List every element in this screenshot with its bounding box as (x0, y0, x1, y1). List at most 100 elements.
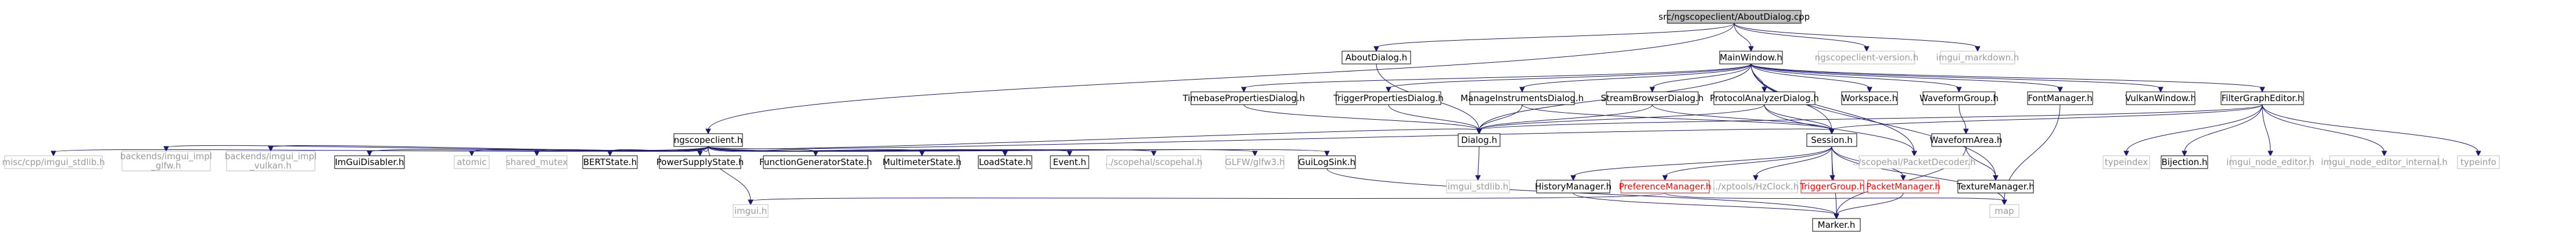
node-event-h[interactable]: Event.h (1050, 155, 1089, 169)
node-box (1713, 91, 1816, 105)
arrowhead-ngscopeclient-h-to-guilogsink-h (1324, 151, 1330, 157)
edge-ngscopeclient-h-to-backends-vulkan (270, 145, 709, 151)
node-box (1957, 180, 2034, 194)
edge-ngscopeclient-h-to-imguidisabler-h (369, 146, 709, 153)
node-box (582, 155, 638, 169)
edge-historymanager-h-to-marker-h (1573, 192, 1837, 216)
node-label: Dialog.h (1461, 135, 1497, 145)
arrowhead-mainwindow-h-to-filtergrapheditor-h (2259, 87, 2265, 93)
node-historymanager-h[interactable]: HistoryManager.h (1535, 180, 1612, 194)
edge-mainwindow-h-to-workspace-h (1750, 63, 1870, 89)
nodes-layer: src/ngscopeclient/AboutDialog.cppAboutDi… (2, 10, 2500, 232)
node-box (733, 204, 769, 218)
node-marker-h[interactable]: Marker.h (1812, 218, 1861, 232)
node-box (4, 155, 103, 169)
node-label: PowerSupplyState.h (656, 157, 744, 167)
node-manageinst-h[interactable]: ManageInstrumentsDialog.h (1461, 91, 1584, 105)
node-waveformarea-h[interactable]: WaveformArea.h (1930, 133, 2003, 147)
node-aboutdialog-h[interactable]: AboutDialog.h (1341, 51, 1411, 65)
edge-ngscopeclient-h-to-imgui-h (708, 146, 751, 202)
node-box (1812, 218, 1861, 232)
node-texturemanager-h[interactable]: TextureManager.h (1956, 180, 2035, 194)
node-label: backends/imgui_impl (120, 151, 212, 162)
node-box (1341, 51, 1411, 65)
node-box (1536, 180, 1610, 194)
node-box (1446, 180, 1510, 194)
node-dialog-h[interactable]: Dialog.h (1458, 133, 1501, 147)
node-label: Event.h (1053, 157, 1086, 167)
node-ngscopeclient-version-h: ngscopeclient-version.h (1815, 51, 1918, 65)
node-box (978, 155, 1032, 169)
node-imgui-h: imgui.h (733, 204, 769, 218)
arrowhead-ngscopeclient-h-to-imgui-h (748, 199, 754, 206)
node-box (334, 155, 405, 169)
node-label: GuiLogSink.h (1298, 157, 1355, 167)
node-box (1336, 91, 1441, 105)
arrowhead-filtergrapheditor-h-to-imgui-node-editor-h (2268, 151, 2273, 157)
node-label: MainWindow.h (1720, 52, 1782, 63)
edge-dialog-h-to-imgui-stdlib-h (1477, 146, 1480, 177)
arrowhead-protocolanalyzer-h-to-packetdecoder-h (1911, 151, 1917, 157)
edge-filtergrapheditor-h-to-dialog-h (1479, 104, 2263, 131)
node-packetdecoder-h: ../scopehal/PacketDecoder.h (1853, 155, 1976, 169)
node-label: _glfw.h (150, 160, 181, 171)
node-session-h[interactable]: Session.h (1806, 133, 1857, 147)
node-box (226, 151, 315, 171)
node-bijection-h[interactable]: Bijection.h (2161, 155, 2208, 169)
node-label: ManageInstrumentsDialog.h (1461, 93, 1584, 103)
edge-root-to-ngscopeclient-h (708, 23, 1735, 131)
arrowhead-mainwindow-h-to-trigger-h (1386, 87, 1391, 93)
node-filtergrapheditor-h[interactable]: FilterGraphEditor.h (2220, 91, 2304, 105)
node-loadstate-h[interactable]: LoadState.h (978, 155, 1032, 169)
node-box (1458, 133, 1501, 147)
node-label: imgui_node_editor_internal.h (2321, 157, 2448, 168)
node-trigger-h[interactable]: TriggerPropertiesDialog.h (1333, 91, 1444, 105)
edge-session-h-to-historymanager-h (1573, 146, 1832, 177)
node-preferencemanager-h: PreferenceManager.h (1619, 180, 1712, 194)
node-typeinfo: typeinfo (2457, 155, 2500, 169)
node-ngscopeclient-h[interactable]: ngscopeclient.h (673, 133, 743, 147)
node-hzclock-h: ../xptools/HzClock.h (1713, 180, 1799, 194)
edge-mainwindow-h-to-manageinst-h (1522, 63, 1752, 89)
arrowhead-ngscopeclient-h-to-atomic (469, 151, 475, 157)
node-imguidisabler-h[interactable]: ImGuiDisabler.h (334, 155, 405, 169)
node-box (2230, 155, 2310, 169)
node-guilogsink-h[interactable]: GuiLogSink.h (1298, 155, 1356, 169)
node-mainwindow-h[interactable]: MainWindow.h (1719, 51, 1783, 65)
arrowhead-mainwindow-h-to-workspace-h (1867, 87, 1872, 93)
edge-protocolanalyzer-h-to-packetdecoder-h (1764, 104, 1915, 153)
node-label: TriggerGroup.h (1799, 181, 1865, 192)
node-timebase-h[interactable]: TimebasePropertiesDialog.h (1182, 91, 1305, 105)
edge-filtergrapheditor-h-to-typeindex (2126, 104, 2263, 153)
node-box (1989, 204, 2019, 218)
arrowhead-mainwindow-h-to-streambrowser-h (1649, 87, 1655, 93)
node-label: VulkanWindow.h (2125, 93, 2196, 103)
node-fontmanager-h[interactable]: FontManager.h (2027, 91, 2093, 105)
node-functiongenstate-h[interactable]: FunctionGeneratorState.h (759, 155, 872, 169)
node-waveformgroup-h[interactable]: WaveformGroup.h (1920, 91, 1999, 105)
node-label: TimebasePropertiesDialog.h (1182, 93, 1305, 103)
node-multimeterstate-h[interactable]: MultimeterState.h (882, 155, 961, 169)
arrowhead-session-h-to-packetmanager-h (1900, 175, 1906, 181)
node-shared-mutex: shared_mutex (506, 155, 568, 169)
node-vulkanwindow-h[interactable]: VulkanWindow.h (2125, 91, 2196, 105)
edges-layer (51, 23, 2481, 220)
arrowhead-filtergrapheditor-h-to-imgui-node-editor-internal-h (2381, 151, 2387, 157)
arrowhead-mainwindow-h-to-waveformgroup-h (1956, 87, 1962, 93)
node-bertstate-h[interactable]: BERTState.h (582, 155, 638, 169)
node-box (121, 151, 211, 171)
node-streambrowser-h[interactable]: StreamBrowserDialog.h (1601, 91, 1704, 105)
node-box (1620, 180, 1710, 194)
node-box (1806, 133, 1857, 147)
node-packetmanager-h: PacketManager.h (1866, 180, 1940, 194)
arrowhead-ngscopeclient-h-to-misc-stdlib (51, 151, 56, 157)
node-box (1841, 91, 1898, 105)
arrowhead-mainwindow-h-to-vulkanwindow-h (2158, 87, 2164, 93)
arrowhead-ngscopeclient-h-to-backends-vulkan (268, 146, 274, 152)
node-triggergroup-h: TriggerGroup.h (1799, 180, 1865, 194)
node-protocolanalyzer-h[interactable]: ProtocolAnalyzerDialog.h (1710, 91, 1819, 105)
node-powersupplystate-h[interactable]: PowerSupplyState.h (656, 155, 744, 169)
node-workspace-h[interactable]: Workspace.h (1841, 91, 1898, 105)
edge-ngscopeclient-h-to-guilogsink-h (708, 146, 1328, 153)
